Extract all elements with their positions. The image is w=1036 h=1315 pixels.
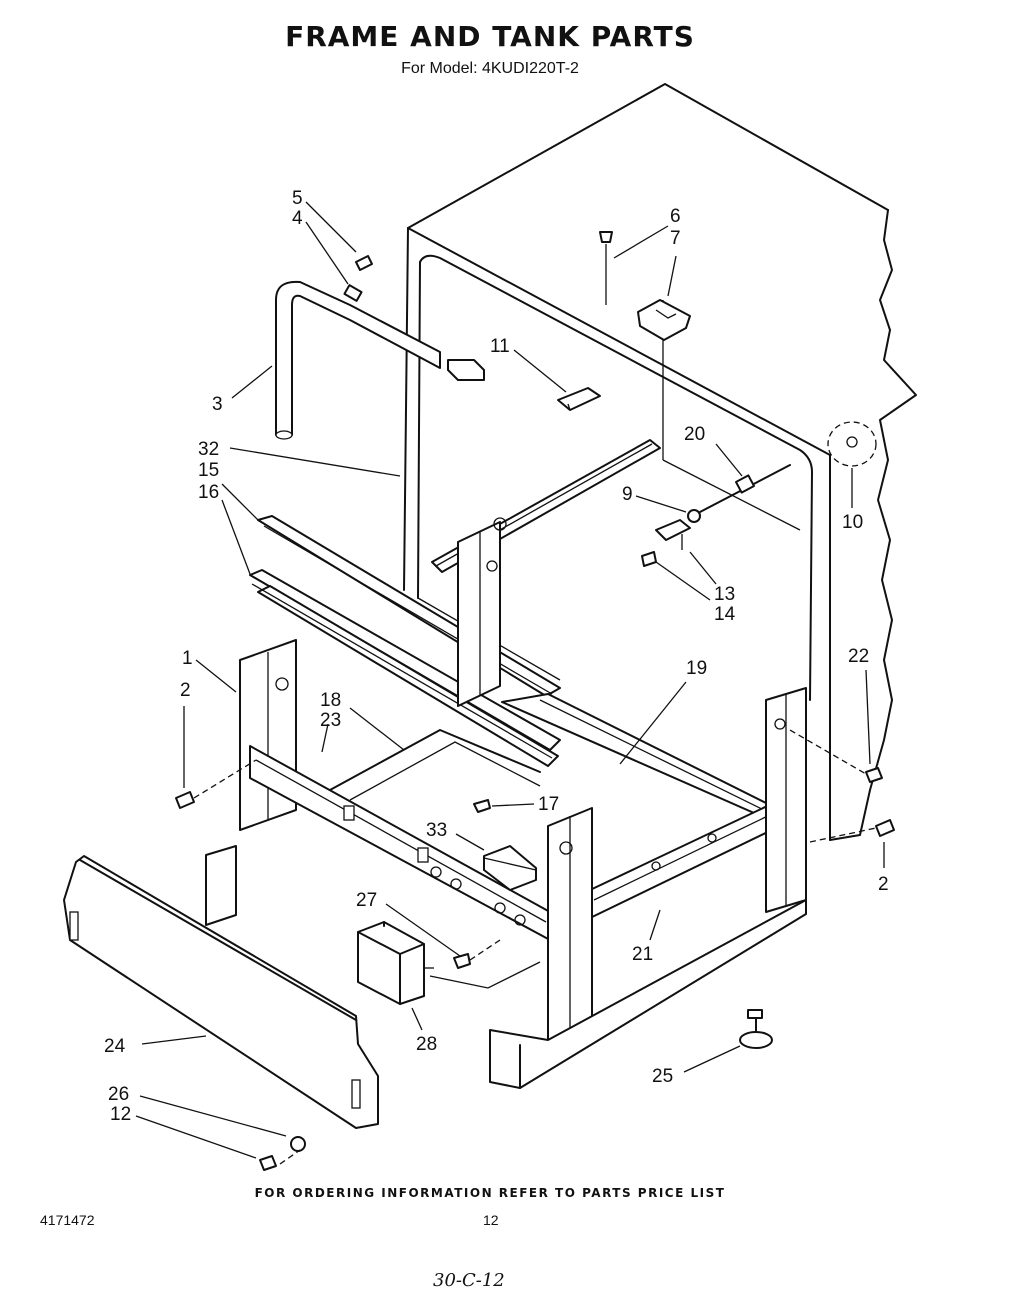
callout-27: 27 [356,890,377,911]
part-20-rod [699,464,791,513]
tube-end-block [447,359,485,381]
page-title: FRAME AND TANK PARTS [285,20,695,53]
callout-25: 25 [652,1066,673,1087]
part-4-clip [343,284,363,302]
part-28-module [357,921,434,1005]
callout-32: 32 [198,439,219,460]
callout-5: 5 [292,188,303,209]
callout-12: 12 [110,1104,131,1125]
callout-2-right: 2 [878,874,889,895]
part-6-screw [599,231,613,305]
part-18-side-member [329,729,541,801]
part-33-block [483,845,537,891]
callout-18: 18 [320,690,341,711]
callout-7: 7 [670,228,681,249]
part-3-tube [275,280,441,440]
callout-22: 22 [848,646,869,667]
callout-9: 9 [622,484,633,505]
handwritten-note: 30-C-12 [433,1270,505,1291]
part-26-clip [290,1136,306,1152]
callout-4: 4 [292,208,303,229]
callout-26: 26 [108,1084,129,1105]
part-13-bracket [655,519,691,550]
callout-24: 24 [104,1036,126,1057]
callout-numbers: 5 4 3 32 15 16 1 2 18 23 6 7 11 20 9 10 … [104,188,889,1125]
callout-3: 3 [212,394,223,415]
part-25-leveling-foot [739,1009,773,1049]
callout-15: 15 [198,460,219,481]
right-front-upright [547,807,593,1047]
callout-14: 14 [714,604,736,625]
right-rear-upright [765,687,807,913]
part-7-bracket [637,299,691,341]
callout-17: 17 [538,794,559,815]
part-5-screw [355,255,373,271]
part-21-rear-crossmember [589,799,781,919]
center-upright [457,517,507,707]
part-23-front-crossmember [249,745,551,941]
part-16-rail [249,569,561,767]
callout-20: 20 [684,424,705,445]
callout-23: 23 [320,710,341,731]
part-11-clip [557,387,601,411]
part-24-toe-panel [63,855,379,1129]
callout-33: 33 [426,820,447,841]
callout-10: 10 [842,512,863,533]
callout-16: 16 [198,482,219,503]
part-17-screw [473,799,491,813]
part-14-screw [641,551,657,567]
model-subtitle: For Model: 4KUDI220T-2 [401,60,579,77]
part-9-bushing [687,509,701,523]
tank-cabinet [403,83,917,841]
part-10-detail [827,421,877,467]
part-2-screw-right [875,819,895,837]
callout-13: 13 [714,584,735,605]
leader-lines [135,201,885,1159]
assembly-lines [193,729,877,1165]
callout-28: 28 [416,1034,437,1055]
callout-11: 11 [490,336,510,357]
part-27-screw [453,953,471,969]
document-number: 4171472 [40,1212,95,1228]
callout-19: 19 [686,658,707,679]
ordering-info-note: FOR ORDERING INFORMATION REFER TO PARTS … [254,1186,726,1200]
part-2-screw-left [175,791,195,809]
base-kickplate [489,899,807,1089]
module-tray [429,961,541,989]
callout-6: 6 [670,206,681,227]
callout-21: 21 [632,944,653,965]
part-22-screw [865,767,883,783]
callout-1: 1 [182,648,193,669]
page-number: 12 [483,1212,499,1228]
callout-2-left: 2 [180,680,191,701]
part-12-screw [259,1155,277,1171]
